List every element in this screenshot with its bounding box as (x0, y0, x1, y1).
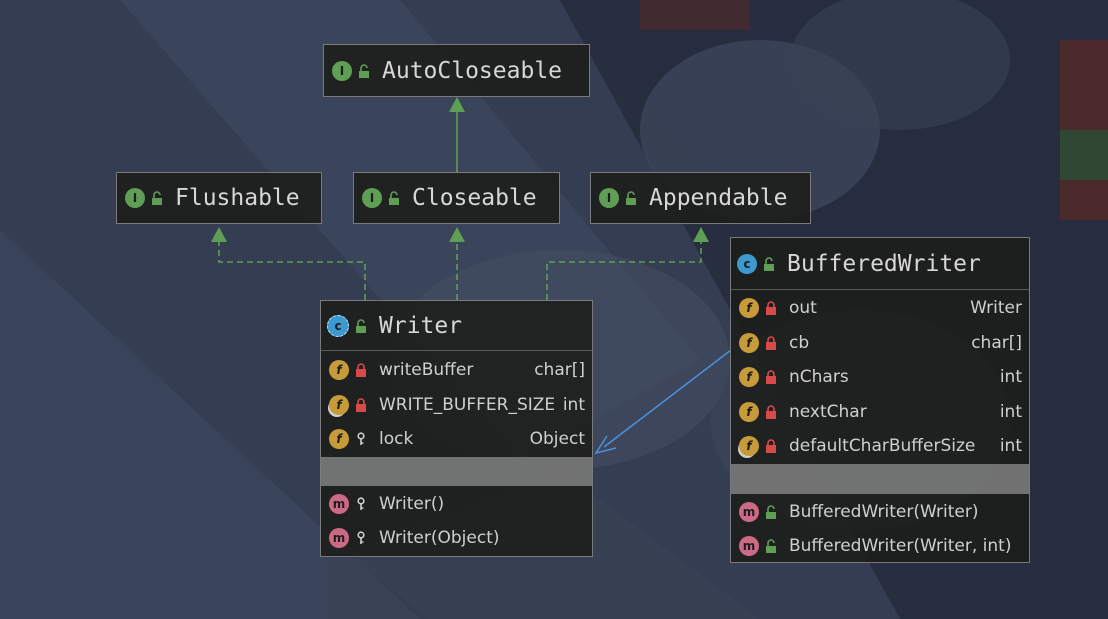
methods-section: m BufferedWriter(Writer) m BufferedWrite… (731, 494, 1029, 564)
method-row[interactable]: m Writer() (321, 487, 592, 522)
protected-key-icon (357, 497, 365, 510)
extends-arrow-closeable-autocloseable (449, 97, 465, 172)
private-lock-icon (766, 370, 776, 385)
method-icon: m (739, 501, 759, 522)
interface-name: Closeable (412, 185, 537, 211)
public-open-lock-icon (766, 539, 776, 554)
method-row[interactable]: m Writer(Object) (321, 521, 592, 556)
interface-closeable[interactable]: I Closeable (353, 172, 560, 224)
method-icon: m (329, 493, 349, 514)
field-row[interactable]: f nChars int (731, 360, 1029, 395)
method-name: BufferedWriter(Writer) (789, 501, 979, 522)
class-header: c BufferedWriter (731, 238, 1029, 290)
private-lock-icon (766, 336, 776, 350)
method-row[interactable]: m BufferedWriter(Writer) (731, 495, 1029, 530)
class-bufferedwriter[interactable]: c BufferedWriter f out Writer f cb char[… (730, 237, 1030, 563)
protected-key-icon (357, 531, 365, 545)
field-icon: f (329, 429, 349, 450)
field-row[interactable]: f writeBuffer char[] (321, 353, 592, 388)
static-field-icon: f (739, 436, 759, 457)
class-writer[interactable]: c Writer f writeBuffer char[] f WRITE_BU… (320, 300, 593, 557)
field-row[interactable]: f WRITE_BUFFER_SIZE int (321, 388, 592, 423)
public-open-lock-icon (626, 191, 636, 205)
field-icon: f (739, 298, 759, 319)
field-icon: f (739, 401, 759, 422)
public-open-lock-icon (356, 318, 366, 333)
field-type: Writer (970, 298, 1022, 319)
private-lock-icon (766, 301, 776, 316)
private-lock-icon (356, 363, 366, 378)
field-name: defaultCharBufferSize (789, 436, 976, 457)
class-header: c Writer (321, 301, 592, 351)
private-lock-icon (766, 439, 776, 454)
public-open-lock-icon (152, 191, 162, 205)
field-row[interactable]: f cb char[] (731, 326, 1029, 361)
public-open-lock-icon (389, 191, 399, 205)
field-name: nextChar (789, 401, 867, 422)
closeable-arrowhead (449, 227, 465, 242)
fields-section: f writeBuffer char[] f WRITE_BUFFER_SIZE… (321, 351, 592, 457)
field-type: Object (529, 429, 585, 450)
appendable-arrowhead (693, 227, 709, 242)
field-name: cb (789, 332, 810, 353)
field-row[interactable]: f nextChar int (731, 395, 1029, 430)
class-name: BufferedWriter (787, 250, 981, 277)
field-icon: f (739, 332, 759, 353)
class-icon: c (737, 253, 757, 274)
implements-arrow-writer-flushable (218, 242, 366, 300)
interface-icon: I (125, 188, 145, 208)
field-type: int (562, 394, 585, 415)
private-lock-icon (356, 398, 366, 412)
association-arrow-bufferedwriter-writer (594, 349, 732, 455)
interface-icon: I (362, 188, 382, 208)
field-name: out (789, 298, 817, 319)
interface-name: AutoCloseable (382, 57, 563, 84)
abstract-class-icon: c (327, 314, 349, 337)
interface-icon: I (332, 60, 352, 81)
protected-key-icon (357, 432, 365, 446)
static-final-field-icon: f (329, 394, 349, 415)
method-row[interactable]: m BufferedWriter(Writer, int) (731, 529, 1029, 564)
methods-section: m Writer() m Writer(Object) (321, 486, 592, 556)
method-name: Writer(Object) (379, 528, 500, 549)
field-row[interactable]: f lock Object (321, 422, 592, 457)
method-icon: m (739, 536, 759, 557)
field-type: char[] (534, 360, 585, 381)
private-lock-icon (766, 405, 776, 419)
interface-autocloseable[interactable]: I AutoCloseable (323, 44, 590, 97)
public-open-lock-icon (764, 256, 774, 271)
field-row[interactable]: f defaultCharBufferSize int (731, 429, 1029, 464)
flushable-arrowhead (211, 227, 227, 242)
method-icon: m (329, 528, 349, 549)
field-type: int (999, 367, 1022, 388)
field-type: int (999, 436, 1022, 457)
field-name: writeBuffer (379, 360, 474, 381)
interface-name: Flushable (175, 185, 300, 211)
field-icon: f (739, 367, 759, 388)
interface-name: Appendable (649, 185, 788, 211)
interface-icon: I (599, 188, 619, 208)
method-name: BufferedWriter(Writer, int) (789, 536, 1012, 557)
method-name: Writer() (379, 493, 445, 514)
section-separator (731, 463, 1029, 494)
fields-section: f out Writer f cb char[] f nChars in (731, 290, 1029, 464)
field-type: int (999, 401, 1022, 422)
section-separator (321, 456, 592, 486)
public-open-lock-icon (766, 505, 776, 519)
interface-appendable[interactable]: I Appendable (590, 172, 811, 224)
implements-arrow-writer-appendable (546, 242, 702, 300)
field-name: nChars (789, 367, 849, 388)
field-type: char[] (971, 332, 1022, 353)
interface-flushable[interactable]: I Flushable (116, 172, 322, 224)
class-name: Writer (379, 312, 463, 339)
field-icon: f (329, 360, 349, 381)
public-open-lock-icon (359, 63, 369, 78)
field-name: lock (379, 429, 414, 450)
field-name: WRITE_BUFFER_SIZE (379, 394, 556, 415)
field-row[interactable]: f out Writer (731, 291, 1029, 326)
